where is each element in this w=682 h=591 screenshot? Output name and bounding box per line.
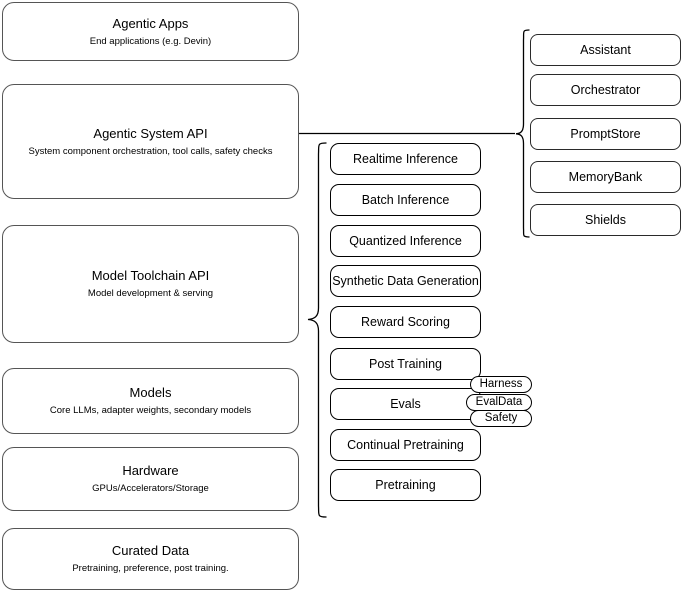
layer-agentic-system-api[interactable]: Agentic System API System component orch… (2, 84, 299, 199)
layer-model-toolchain-api[interactable]: Model Toolchain API Model development & … (2, 225, 299, 343)
mini-pill-label: Harness (479, 378, 523, 390)
toolchain-item-realtime-inference[interactable]: Realtime Inference (330, 143, 481, 175)
brace-model-toolchain-items (304, 140, 330, 520)
layer-title: Hardware (122, 463, 179, 478)
toolchain-item-post-training[interactable]: Post Training (330, 348, 481, 380)
component-label: PromptStore (570, 126, 641, 141)
evals-subitem-evaldata[interactable]: EvalData (466, 394, 532, 411)
toolchain-item-evals[interactable]: Evals (330, 388, 481, 420)
system-component-assistant[interactable]: Assistant (530, 34, 681, 66)
layer-subtitle: Model development & serving (87, 288, 214, 299)
toolchain-item-synthetic-data-generation[interactable]: Synthetic Data Generation (330, 265, 481, 297)
pill-label: Pretraining (375, 477, 436, 492)
component-label: Orchestrator (570, 82, 641, 97)
layer-subtitle: End applications (e.g. Devin) (89, 35, 212, 47)
pill-label: Quantized Inference (349, 233, 462, 248)
layer-subtitle: Pretraining, preference, post training. (72, 563, 229, 574)
toolchain-item-reward-scoring[interactable]: Reward Scoring (330, 306, 481, 338)
layer-title: Models (129, 385, 172, 400)
evals-subitem-harness[interactable]: Harness (470, 376, 532, 393)
mini-pill-label: Safety (484, 412, 518, 424)
layer-models[interactable]: Models Core LLMs, adapter weights, secon… (2, 368, 299, 434)
system-component-promptstore[interactable]: PromptStore (530, 118, 681, 150)
pill-label: Realtime Inference (353, 151, 458, 166)
component-label: MemoryBank (568, 169, 643, 184)
pill-label: Synthetic Data Generation (332, 273, 479, 288)
toolchain-item-batch-inference[interactable]: Batch Inference (330, 184, 481, 216)
layer-subtitle: System component orchestration, tool cal… (28, 145, 273, 157)
system-component-orchestrator[interactable]: Orchestrator (530, 74, 681, 106)
layer-curated-data[interactable]: Curated Data Pretraining, preference, po… (2, 528, 299, 590)
component-label: Shields (585, 212, 626, 227)
layer-subtitle: GPUs/Accelerators/Storage (92, 483, 209, 494)
system-component-shields[interactable]: Shields (530, 204, 681, 236)
layer-title: Model Toolchain API (91, 268, 210, 283)
toolchain-item-continual-pretraining[interactable]: Continual Pretraining (330, 429, 481, 461)
layer-title: Agentic System API (93, 125, 208, 141)
pill-label: Reward Scoring (361, 314, 450, 329)
mini-pill-label: EvalData (475, 396, 523, 408)
pill-label: Continual Pretraining (347, 437, 464, 452)
toolchain-item-pretraining[interactable]: Pretraining (330, 469, 481, 501)
layer-title: Curated Data (111, 543, 190, 558)
layer-agentic-apps[interactable]: Agentic Apps End applications (e.g. Devi… (2, 2, 299, 61)
pill-label: Post Training (369, 356, 442, 371)
layer-hardware[interactable]: Hardware GPUs/Accelerators/Storage (2, 447, 299, 511)
pill-label: Evals (390, 396, 421, 411)
component-label: Assistant (580, 42, 631, 57)
pill-label: Batch Inference (361, 192, 450, 207)
system-component-memorybank[interactable]: MemoryBank (530, 161, 681, 193)
toolchain-item-quantized-inference[interactable]: Quantized Inference (330, 225, 481, 257)
layer-subtitle: Core LLMs, adapter weights, secondary mo… (49, 405, 252, 416)
evals-subitem-safety[interactable]: Safety (470, 410, 532, 427)
layer-title: Agentic Apps (112, 15, 189, 31)
